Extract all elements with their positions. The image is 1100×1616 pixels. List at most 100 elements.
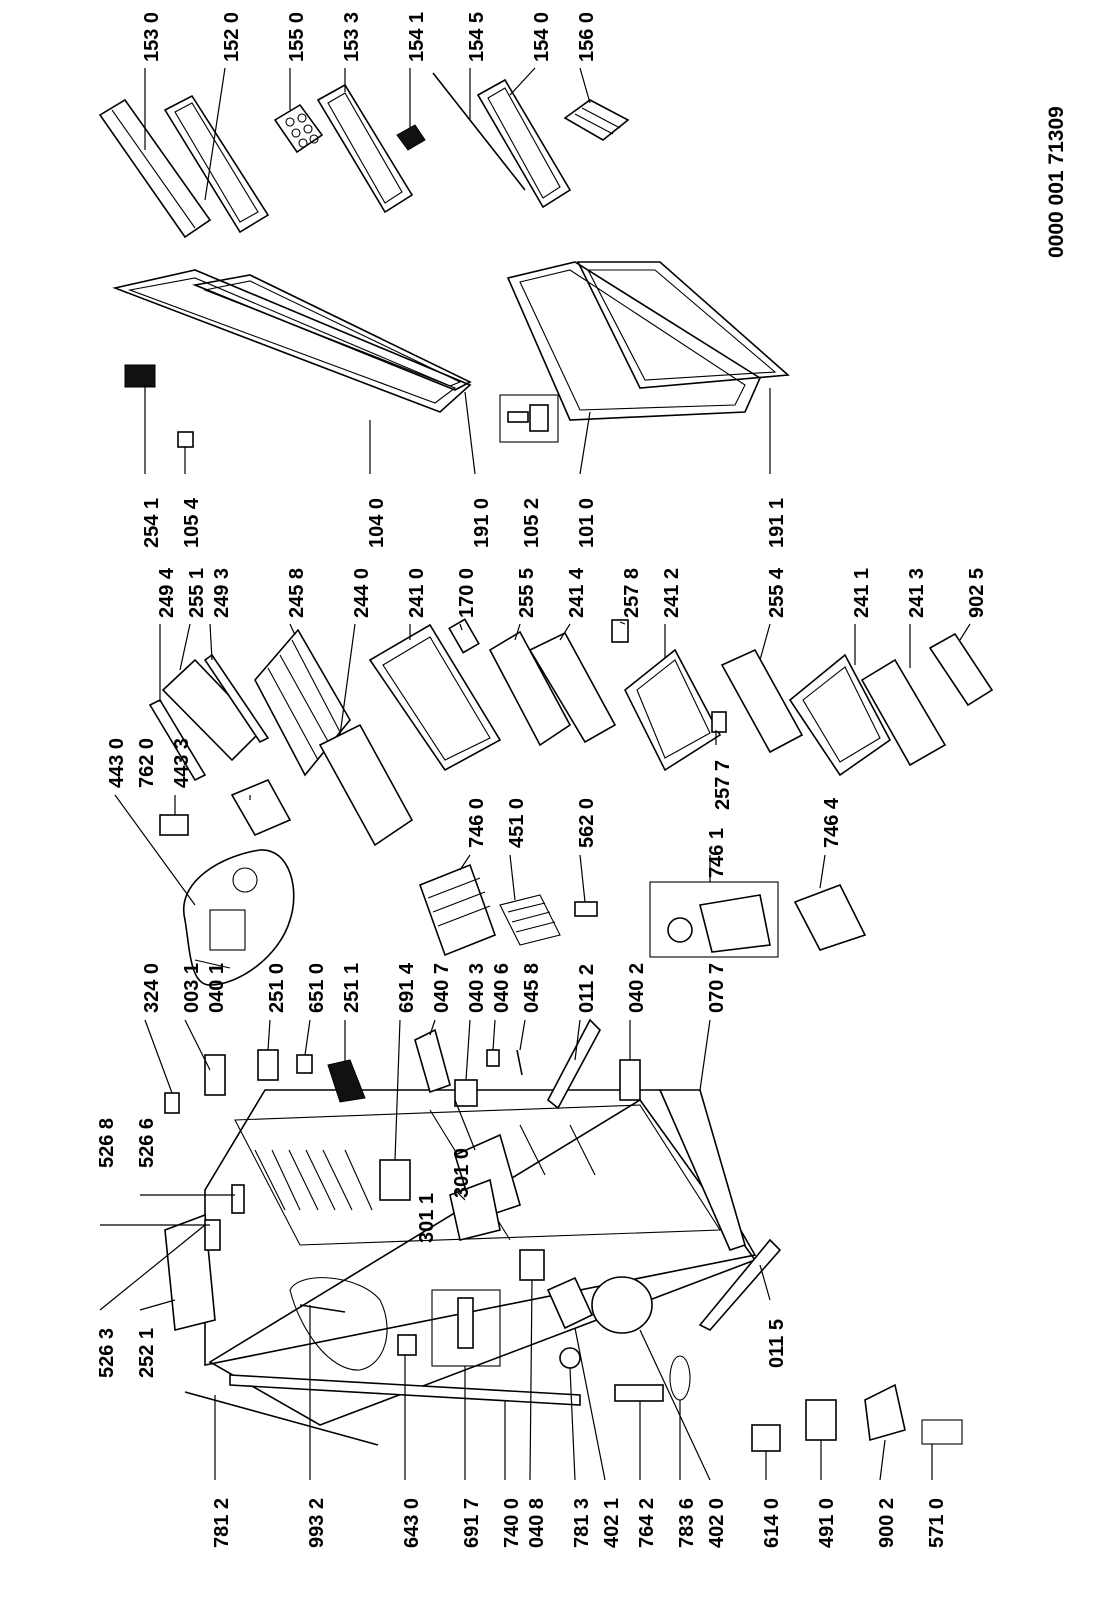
callout-7812: 781 2 bbox=[211, 1498, 233, 1548]
callout-7836: 783 6 bbox=[676, 1498, 698, 1548]
part-2412-drawer bbox=[623, 648, 722, 772]
part-2411-drawer bbox=[788, 653, 892, 777]
part-2578 bbox=[611, 619, 629, 643]
part-1533-door-bin bbox=[316, 83, 414, 214]
callout-2440: 244 0 bbox=[351, 568, 373, 618]
callout-2410: 241 0 bbox=[406, 568, 428, 618]
callout-7464: 746 4 bbox=[821, 797, 843, 848]
part-1010-freezer-door bbox=[506, 261, 762, 421]
part-0408 bbox=[519, 1249, 545, 1281]
callout-2541: 254 1 bbox=[141, 498, 163, 548]
callout-2510: 251 0 bbox=[266, 963, 288, 1013]
part-0407 bbox=[414, 1028, 451, 1094]
part-7464-panel bbox=[793, 883, 867, 951]
part-2410-drawer bbox=[368, 623, 502, 772]
part-4433-cover bbox=[230, 778, 292, 837]
part-2510 bbox=[257, 1049, 279, 1081]
callout-0031: 003 1 bbox=[181, 963, 203, 1013]
callout-6140: 614 0 bbox=[761, 1498, 783, 1548]
callout-7461: 746 1 bbox=[706, 828, 728, 878]
part-6917-box bbox=[431, 1289, 501, 1367]
callout-0707: 070 7 bbox=[706, 963, 728, 1013]
part-3011 bbox=[449, 1178, 501, 1241]
part-1040-fridge-door bbox=[112, 269, 472, 413]
door-bin-group bbox=[98, 72, 630, 239]
part-2493-strip bbox=[203, 653, 270, 744]
callout-1052: 105 2 bbox=[521, 498, 543, 548]
part-1700 bbox=[448, 618, 480, 654]
callout-5620: 562 0 bbox=[576, 798, 598, 848]
callout-2551: 255 1 bbox=[186, 568, 208, 618]
callout-0115: 011 5 bbox=[766, 1319, 788, 1368]
callout-0408: 040 8 bbox=[526, 1498, 548, 1548]
cabinet-group bbox=[164, 1018, 963, 1452]
callout-2554: 255 4 bbox=[766, 567, 788, 618]
part-2541 bbox=[124, 364, 156, 388]
control-evaporator-group bbox=[159, 778, 867, 986]
callout-2414: 241 4 bbox=[566, 567, 588, 618]
callout-5710: 571 0 bbox=[926, 1498, 948, 1548]
callout-4020: 402 0 bbox=[706, 1498, 728, 1548]
part-0406 bbox=[486, 1049, 500, 1067]
part-4510-coil bbox=[499, 894, 561, 946]
part-0458 bbox=[516, 1049, 523, 1076]
callout-7620: 762 0 bbox=[136, 738, 158, 788]
part-1910-door-gasket bbox=[192, 274, 472, 391]
callout-5263: 526 3 bbox=[96, 1328, 118, 1378]
part-0403 bbox=[454, 1079, 478, 1107]
leader-lines bbox=[99, 67, 971, 1481]
callout-1700: 170 0 bbox=[456, 568, 478, 618]
part-6914 bbox=[379, 1159, 411, 1201]
part-7460-evaporator bbox=[418, 863, 497, 957]
part-0707-base bbox=[658, 1089, 746, 1251]
part-2511 bbox=[327, 1059, 366, 1103]
callout-0403: 040 3 bbox=[466, 963, 488, 1013]
part-7812-bar bbox=[184, 1391, 379, 1446]
part-0402 bbox=[619, 1059, 641, 1101]
part-3240 bbox=[164, 1092, 180, 1114]
part-2414-drawer-front bbox=[528, 631, 617, 744]
callout-9932: 993 2 bbox=[306, 1498, 328, 1548]
callout-2411: 241 1 bbox=[851, 568, 873, 618]
callout-0112: 011 2 bbox=[576, 964, 598, 1013]
part-1054-hinge-pin bbox=[177, 431, 194, 448]
callout-1550: 155 0 bbox=[286, 12, 308, 62]
callout-1054: 105 4 bbox=[181, 497, 203, 548]
callout-9002: 900 2 bbox=[876, 1498, 898, 1548]
part-1540-door-bin bbox=[476, 78, 572, 209]
part-4430-fan-unit bbox=[182, 849, 295, 986]
callout-0407: 040 7 bbox=[431, 963, 453, 1013]
part-6140 bbox=[751, 1424, 781, 1452]
callout-4910: 491 0 bbox=[816, 1498, 838, 1548]
callout-3010: 301 0 bbox=[451, 1148, 473, 1198]
callout-6914: 691 4 bbox=[396, 962, 418, 1013]
part-5266 bbox=[231, 1184, 245, 1214]
doors-group bbox=[112, 261, 790, 448]
part-0115-strip bbox=[698, 1238, 782, 1331]
callout-4433: 443 3 bbox=[171, 738, 193, 788]
part-1550-egg-tray bbox=[273, 103, 324, 154]
callout-7642: 764 2 bbox=[636, 1498, 658, 1548]
part-0112-strip bbox=[546, 1018, 601, 1110]
document-number: 0000 001 71309 bbox=[1045, 106, 1068, 258]
part-1541-clip bbox=[396, 124, 426, 151]
callout-2493: 249 3 bbox=[211, 568, 233, 618]
part-0401 bbox=[204, 1054, 226, 1096]
callout-1530: 153 0 bbox=[141, 12, 163, 62]
callout-1911: 191 1 bbox=[766, 498, 788, 548]
callout-1545: 154 5 bbox=[466, 12, 488, 62]
callout-5268: 526 8 bbox=[96, 1118, 118, 1168]
callout-2511: 251 1 bbox=[341, 963, 363, 1013]
callout-2494: 249 4 bbox=[156, 567, 178, 618]
part-1545-rod bbox=[432, 72, 526, 191]
callout-3240: 324 0 bbox=[141, 963, 163, 1013]
part-7620 bbox=[159, 814, 189, 836]
part-2555-plate bbox=[488, 630, 572, 747]
callout-1910: 191 0 bbox=[471, 498, 493, 548]
callout-6430: 643 0 bbox=[401, 1498, 423, 1548]
callout-4510: 451 0 bbox=[506, 798, 528, 848]
part-1560-ice-tray bbox=[563, 99, 630, 141]
callout-2578: 257 8 bbox=[621, 568, 643, 618]
